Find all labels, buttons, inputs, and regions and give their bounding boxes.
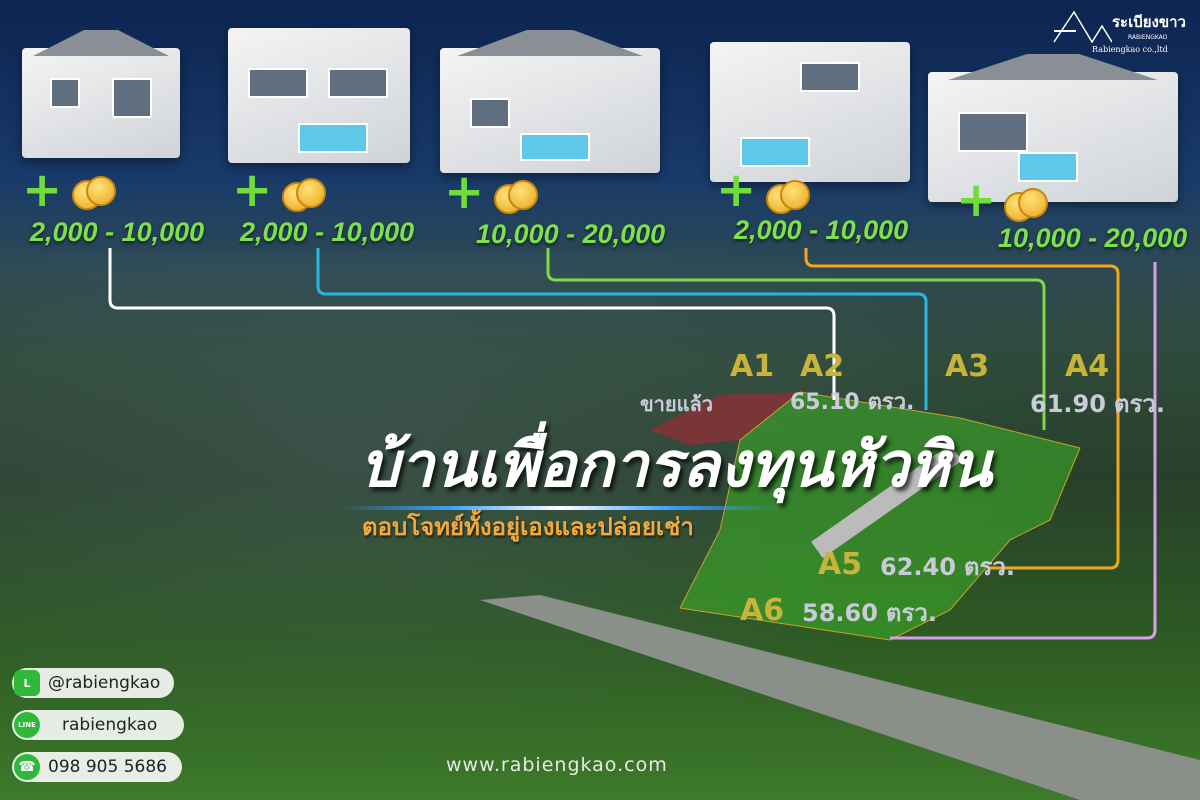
house-5-price: 10,000 - 20,000 [998, 223, 1188, 253]
house-3-image [440, 30, 660, 173]
connector-house-1 [108, 248, 836, 400]
plot-a2-area: 65.10 ตรว. [790, 390, 914, 416]
house-3-price: 10,000 - 20,000 [476, 219, 666, 249]
company-logo: ระเบียงขาว RABIENGKAO Rabiengkao co.,ltd [1052, 4, 1200, 58]
plot-a2-area-value: 65.10 [790, 390, 860, 415]
plot-a4-label: A4 [1065, 349, 1110, 384]
plot-a6-label: A6 [740, 593, 785, 628]
house-1-price: 2,000 - 10,000 [30, 217, 205, 247]
light-flare [340, 506, 780, 510]
plot-a6-unit: ตรว. [885, 599, 937, 627]
house-5-image [928, 54, 1178, 202]
logo-mountain-icon [1053, 10, 1112, 44]
plot-a4-area-value: 61.90 [1030, 390, 1106, 418]
plot-a5-unit: ตรว. [963, 553, 1015, 581]
coins-icon [282, 178, 328, 212]
connector-house-3 [546, 248, 1046, 430]
fence [811, 444, 962, 559]
coins-icon [766, 180, 812, 214]
website-link[interactable]: www.rabiengkao.com [446, 754, 668, 776]
house-1-image [22, 30, 180, 158]
plot-a2-unit: ตรว. [867, 390, 915, 415]
plot-a5-area-value: 62.40 [880, 553, 956, 581]
house-4-image [710, 42, 910, 182]
plot-a2-label: A2 [800, 349, 845, 384]
plus-icon: + [444, 164, 485, 220]
coins-icon [494, 180, 540, 214]
connector-house-5 [890, 262, 1157, 640]
line-icon: L [14, 670, 40, 696]
logo-thai: ระเบียงขาว [1112, 13, 1186, 31]
plot-a1-status: ขายแล้ว [640, 392, 713, 416]
page-title: บ้านเพื่อการลงทุนหัวหิน [360, 428, 992, 501]
logo-company: Rabiengkao co.,ltd [1092, 45, 1168, 54]
house-4-price: 2,000 - 10,000 [734, 215, 909, 245]
connector-house-2 [316, 248, 928, 410]
line-name: rabiengkao [62, 715, 158, 735]
phone-contact[interactable]: ☎ 098 905 5686 [12, 752, 182, 782]
coins-icon [1004, 188, 1050, 222]
plot-a1-label: A1 [730, 349, 775, 384]
phone-icon: ☎ [14, 754, 40, 780]
line-name-contact[interactable]: LINE rabiengkao [12, 710, 184, 740]
plus-icon: + [232, 162, 273, 218]
plot-a3-label: A3 [945, 349, 990, 384]
subtitle: ตอบโจทย์ทั้งอยู่เองและปล่อยเช่า [362, 513, 694, 541]
plus-icon: + [956, 172, 997, 228]
logo-latin: RABIENGKAO [1128, 34, 1168, 41]
plot-a5-label: A5 [818, 547, 863, 582]
plot-a1-area [650, 392, 800, 445]
house-2-image [228, 28, 410, 163]
plot-a4-unit: ตรว. [1113, 390, 1165, 418]
coins-icon [72, 176, 118, 210]
plus-icon: + [716, 162, 757, 218]
plot-a6-area-value: 58.60 [802, 599, 878, 627]
road [480, 595, 1200, 800]
line-app-icon: LINE [14, 712, 40, 738]
connector-house-4 [804, 248, 1120, 570]
plus-icon: + [22, 162, 63, 218]
line-id-contact[interactable]: L @rabiengkao [12, 668, 174, 698]
line-id: @rabiengkao [48, 673, 161, 693]
phone-number: 098 905 5686 [48, 757, 167, 777]
house-2-price: 2,000 - 10,000 [240, 217, 415, 247]
